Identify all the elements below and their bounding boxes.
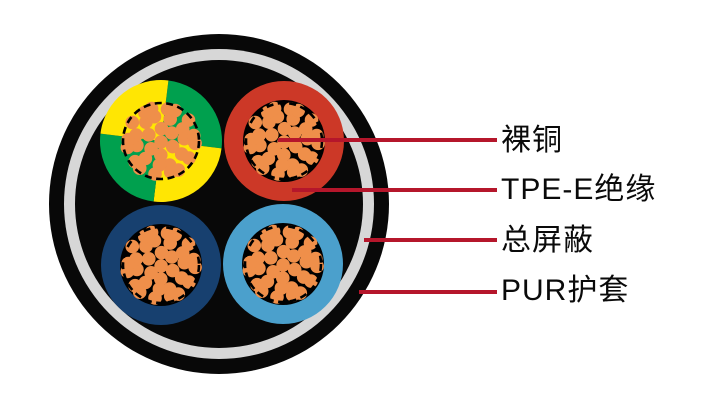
conductor-navy-strand [163,289,178,303]
conductor-light-blue-strand [303,236,318,250]
conductor-green-yellow-strand [182,151,196,165]
conductor-red-strand [277,121,292,136]
conductor-light-blue-strand [287,262,302,277]
conductor-light-blue-strand [276,271,290,285]
conductor-light-blue-strand [290,226,305,241]
conductor-light-blue-strand [243,255,257,270]
conductor-navy-strand [154,245,169,260]
label-tpee-insulation: TPE-E绝缘 [501,173,657,206]
conductor-green-yellow-strand [142,128,156,142]
conductor-green-yellow-strand [181,113,196,127]
conductor-red-strand [304,113,319,127]
label-pur-jacket: PUR护套 [501,274,630,307]
conductor-red-strand [277,148,291,162]
conductor-green-yellow-strand [154,121,169,136]
conductor-green-yellow-strand [168,103,182,118]
conductor-red-strand [291,103,306,118]
conductor-navy-strand [181,237,196,251]
conductor-green-yellow-strand [121,132,135,147]
conductor-green-yellow-strand [164,126,179,140]
conductor-red-strand [287,126,302,140]
conductor-red-strand [265,128,279,142]
conductor-navy-strand [142,251,156,266]
conductor-light-blue-strand [304,274,318,288]
conductor-green-yellow-strand-boundary [121,101,201,181]
conductor-light-blue-strand-boundary [243,224,323,304]
conductor-green-yellow-strand [165,139,180,154]
conductor-light-blue-strand [285,288,300,302]
conductor-green-yellow-strand [154,148,168,162]
conductor-navy-strand [164,250,179,264]
conductor-red-strand [288,139,303,154]
conductor-green-yellow-strand [163,165,178,179]
conductor-light-blue-strand [264,250,278,265]
conductor-green-yellow-sector [153,141,222,202]
conductor-navy-strand [168,227,182,242]
conductor-navy-strand [154,259,168,273]
conductor-navy-strand [165,263,180,278]
label-bare-copper: 裸铜 [501,124,563,157]
conductor-navy-strand [121,256,135,271]
conductor-red-strand [305,151,319,165]
conductor-light-blue-strand [276,258,290,272]
conductor-navy-strand [154,272,168,286]
conductor-green-yellow-strand [154,135,168,149]
conductor-light-blue-strand [276,244,291,259]
label-overall-shield: 总屏蔽 [501,224,594,257]
conductor-light-blue-strand [286,249,301,263]
conductor-navy-strand [182,275,196,289]
conductor-red-strand [286,165,301,179]
conductor-red-strand [244,132,258,147]
conductor-navy-strand-boundary [121,225,201,305]
